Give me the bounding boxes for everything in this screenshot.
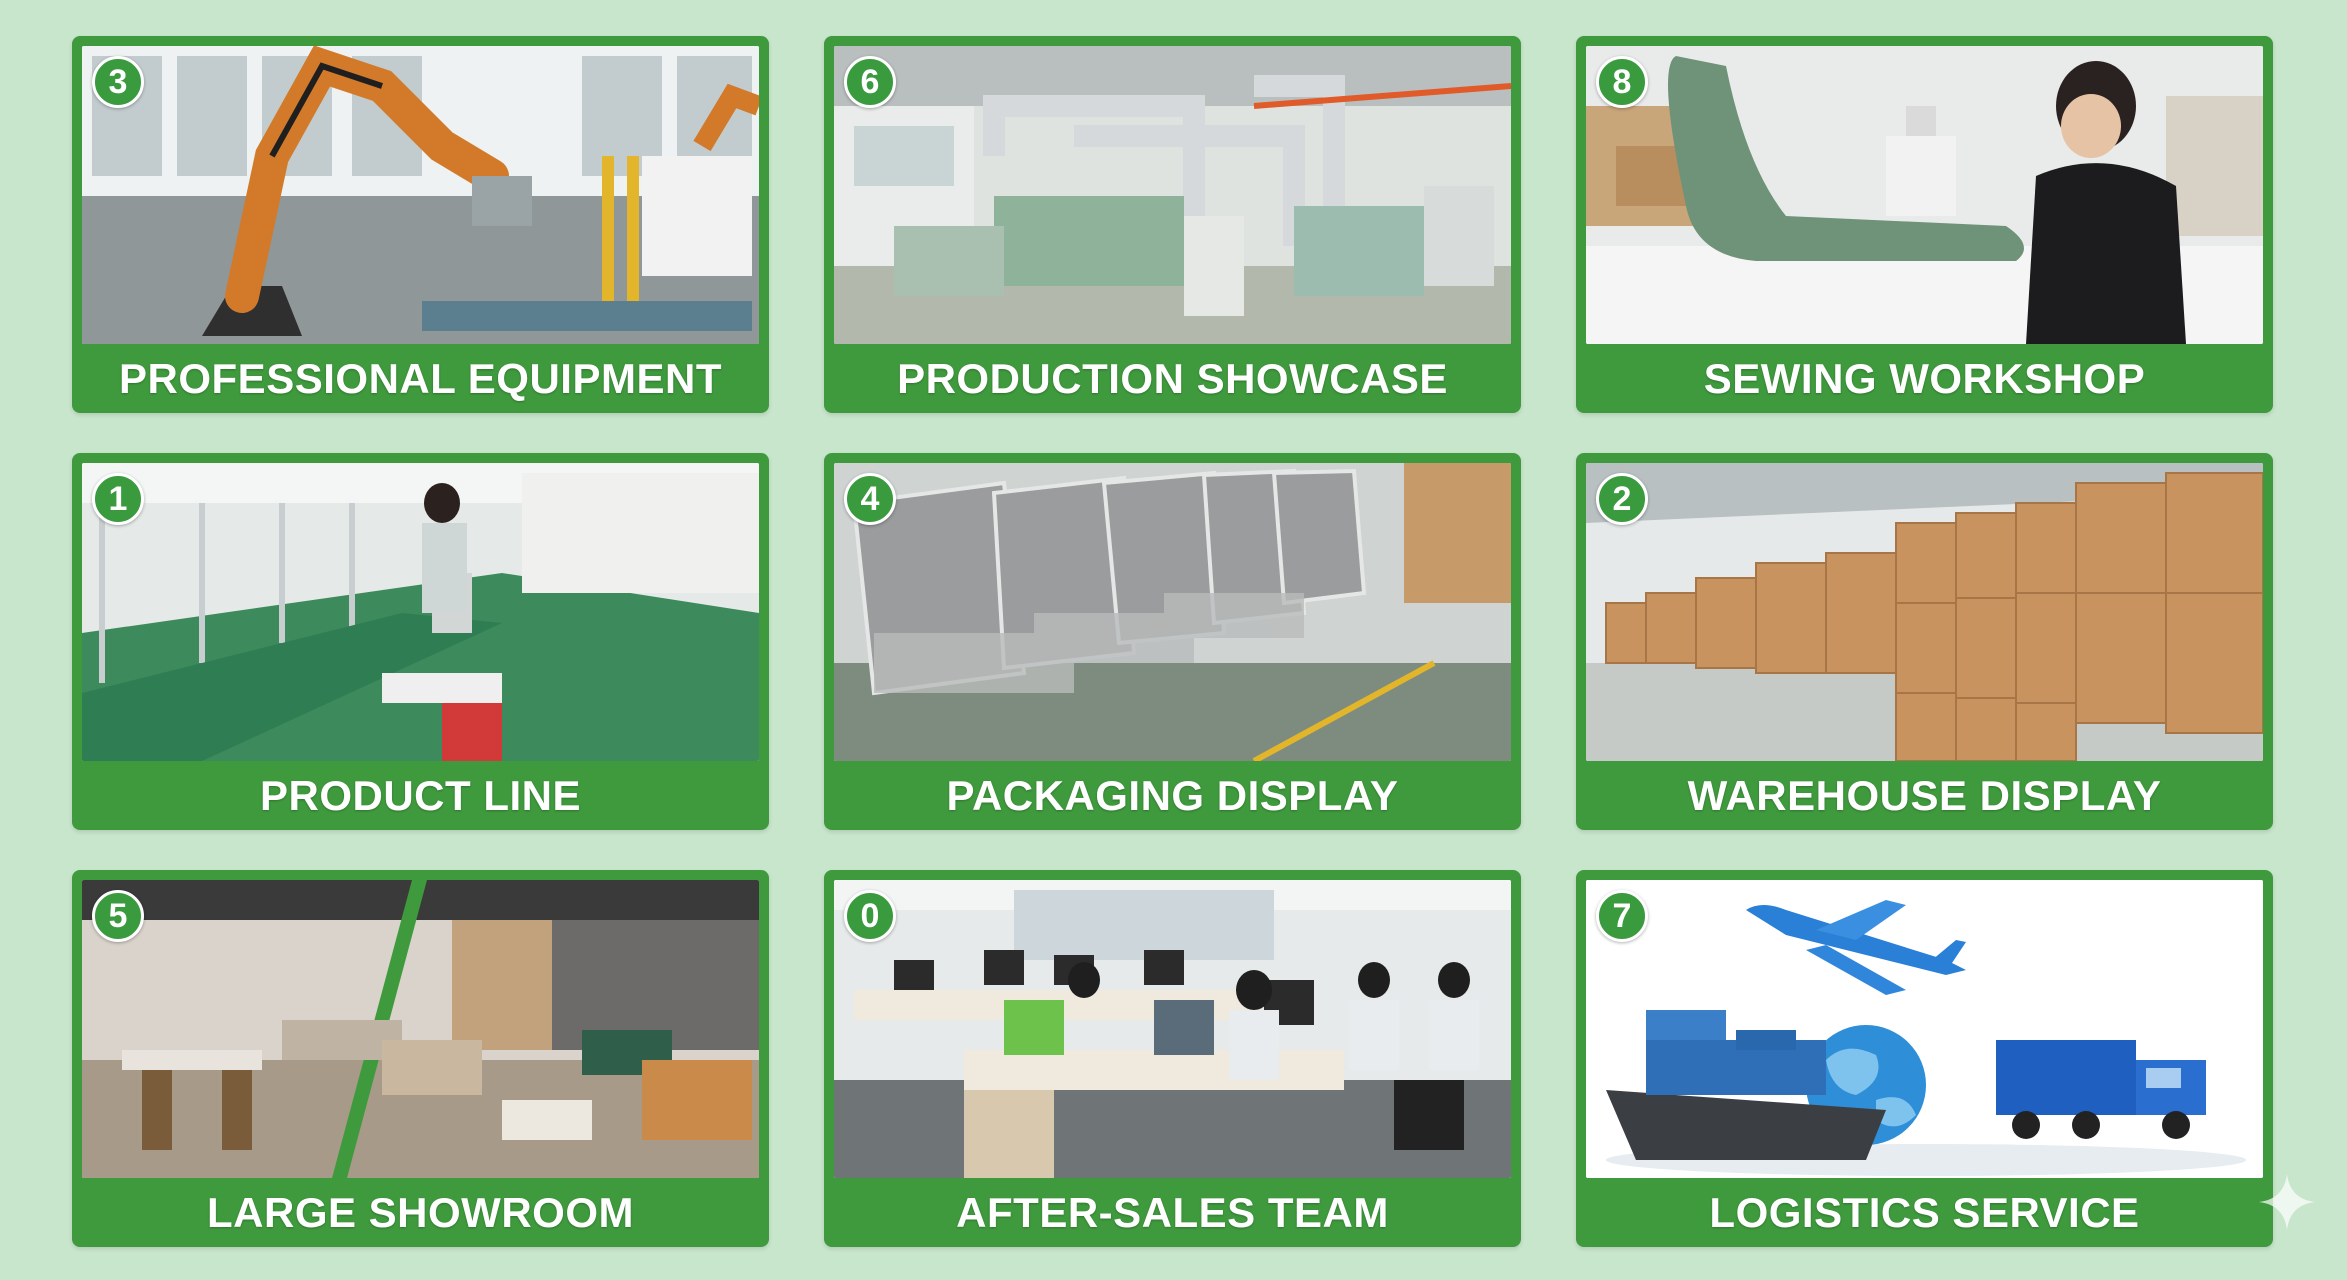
sewing-chair-photo: 8 xyxy=(1586,46,2263,344)
showcase-grid: 3 PROFESSIONAL EQUIPMENT xyxy=(72,36,2274,1247)
card-warehouse-display: 2 WAREHOUSE DISPLAY xyxy=(1576,453,2273,830)
furniture-showroom-photo: 5 xyxy=(82,880,759,1178)
card-title: LOGISTICS SERVICE xyxy=(1709,1188,2140,1236)
card-title: AFTER-SALES TEAM xyxy=(956,1188,1389,1236)
assembly-line-photo: 1 xyxy=(82,463,759,761)
card-title: PRODUCT LINE xyxy=(260,771,581,819)
card-large-showroom: 5 LARGE SHOWROOM xyxy=(72,870,769,1247)
number-badge: 2 xyxy=(1596,473,1648,525)
card-title: WAREHOUSE DISPLAY xyxy=(1687,771,2162,819)
number-badge: 4 xyxy=(844,473,896,525)
office-team-photo: 0 xyxy=(834,880,1511,1178)
wrapped-chairs-photo: 4 xyxy=(834,463,1511,761)
number-badge: 3 xyxy=(92,56,144,108)
number-badge: 5 xyxy=(92,890,144,942)
card-title: PRODUCTION SHOWCASE xyxy=(897,354,1448,402)
cardboard-boxes-photo: 2 xyxy=(1586,463,2263,761)
number-badge: 1 xyxy=(92,473,144,525)
card-product-line: 1 PRODUCT LINE xyxy=(72,453,769,830)
number-badge: 8 xyxy=(1596,56,1648,108)
card-title: SEWING WORKSHOP xyxy=(1703,354,2146,402)
card-title: PROFESSIONAL EQUIPMENT xyxy=(119,354,722,402)
number-badge: 6 xyxy=(844,56,896,108)
robotic-arm-factory-photo: 3 xyxy=(82,46,759,344)
number-badge: 7 xyxy=(1596,890,1648,942)
card-title: PACKAGING DISPLAY xyxy=(946,771,1399,819)
production-machinery-photo: 6 xyxy=(834,46,1511,344)
ship-plane-truck-globe-photo: 7 xyxy=(1586,880,2263,1178)
card-title: LARGE SHOWROOM xyxy=(207,1188,634,1236)
card-packaging-display: 4 PACKAGING DISPLAY xyxy=(824,453,1521,830)
card-after-sales-team: 0 AFTER-SALES TEAM xyxy=(824,870,1521,1247)
sparkle-icon xyxy=(2259,1174,2315,1230)
card-logistics-service: 7 LOGISTICS SERVICE xyxy=(1576,870,2273,1247)
card-professional-equipment: 3 PROFESSIONAL EQUIPMENT xyxy=(72,36,769,413)
number-badge: 0 xyxy=(844,890,896,942)
card-production-showcase: 6 PRODUCTION SHOWCASE xyxy=(824,36,1521,413)
card-sewing-workshop: 8 SEWING WORKSHOP xyxy=(1576,36,2273,413)
